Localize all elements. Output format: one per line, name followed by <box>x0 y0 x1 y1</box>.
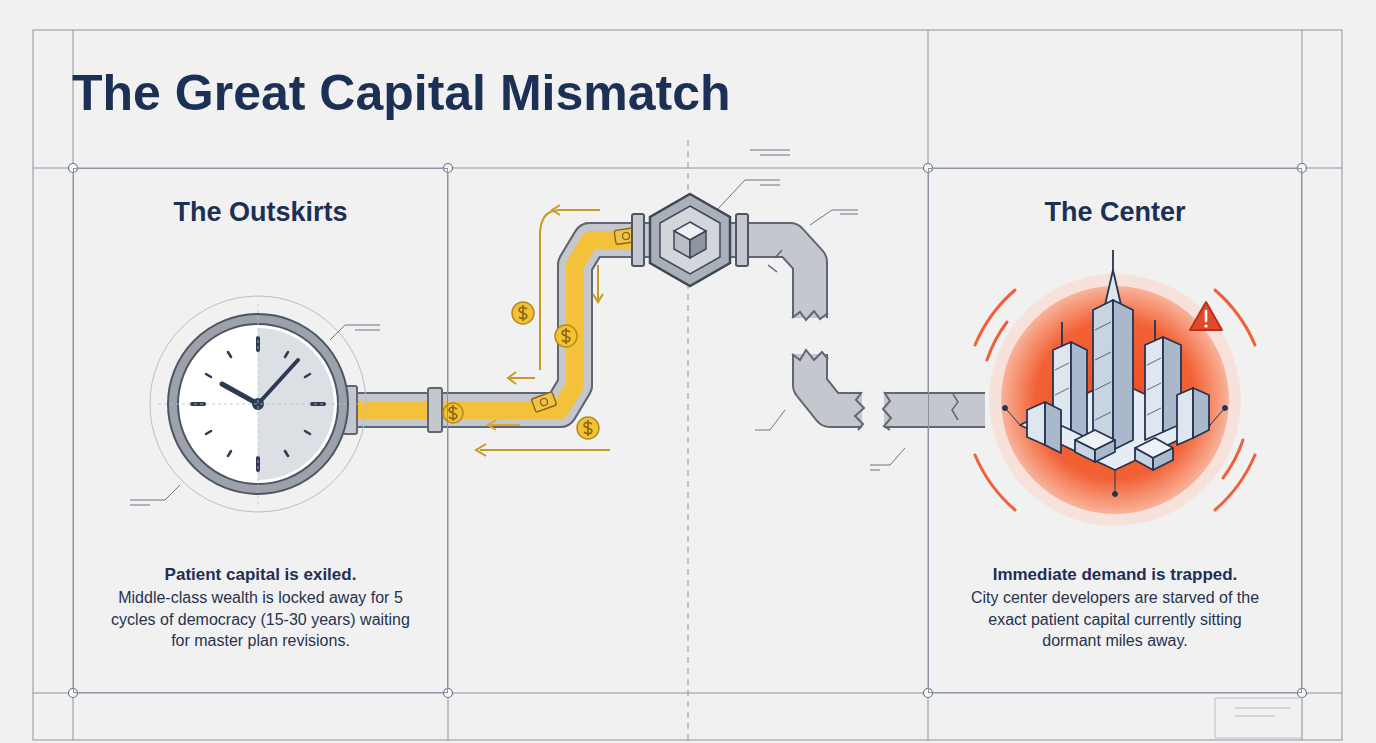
broken-pipe <box>768 250 985 435</box>
clock-icon <box>150 296 366 512</box>
panel-heading: The Center <box>1044 197 1185 228</box>
panel-subheading: Immediate demand is trapped. <box>985 565 1246 585</box>
panel: The CenterImmediate demand is trapped.Ci… <box>928 168 1302 693</box>
panel: The OutskirtsPatient capital is exiled.M… <box>73 168 448 693</box>
coins <box>443 228 638 439</box>
city-icon <box>975 250 1255 526</box>
valve-hexagon <box>632 194 748 286</box>
panel-heading: The Outskirts <box>173 197 347 228</box>
panel-body: City center developers are starved of th… <box>957 585 1273 692</box>
diagram-title: The Great Capital Mismatch <box>72 64 731 122</box>
panel-subheading: Patient capital is exiled. <box>157 565 365 585</box>
warning-sign <box>1190 302 1222 330</box>
blueprint-grid <box>33 30 1342 740</box>
corner-stamp <box>1215 698 1302 738</box>
leader-lines <box>130 150 905 505</box>
flowing-pipe <box>330 240 645 434</box>
panel-body: Middle-class wealth is locked away for 5… <box>103 585 419 692</box>
grid-nodes <box>69 164 1307 698</box>
flow-arrows <box>476 205 610 456</box>
